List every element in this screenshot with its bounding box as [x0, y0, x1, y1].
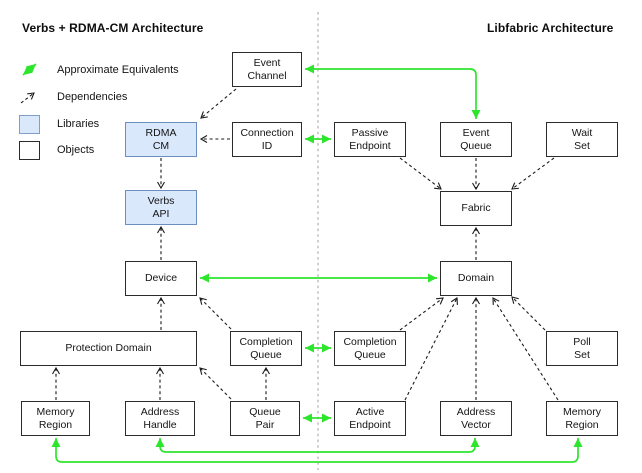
libraries-swatch-icon: [16, 113, 43, 135]
equivalent-arrow-memory-regions: [51, 438, 583, 463]
node-domain-label: Domain: [457, 272, 495, 285]
node-poll-set-label: Poll Set: [573, 335, 591, 361]
dependency-arrow-wait-set-to-fabric: [511, 157, 555, 190]
node-active-endpoint: Active Endpoint: [334, 401, 406, 436]
node-completion-queue-verbs: Completion Queue: [230, 331, 302, 366]
node-event-queue-label: Event Queue: [460, 126, 492, 152]
node-queue-pair-label: Queue Pair: [249, 405, 281, 431]
dependency-arrow-passive-endpoint-to-fabric: [399, 157, 442, 190]
node-completion-queue-verbs-label: Completion Queue: [239, 335, 293, 361]
node-passive-endpoint: Passive Endpoint: [334, 122, 406, 157]
node-memory-region-libfabric: Memory Region: [546, 401, 618, 436]
legend-label: Objects: [57, 144, 95, 156]
node-completion-queue-libfabric-label: Completion Queue: [343, 335, 397, 361]
dependency-arrow-completion-queue-lf-to-domain: [399, 297, 444, 331]
node-completion-queue-libfabric: Completion Queue: [334, 331, 406, 366]
node-connection-id-label: Connection ID: [240, 126, 294, 152]
legend-item-objects: Objects: [16, 139, 94, 161]
approximate-equivalents-arrow-icon: [16, 59, 43, 81]
node-queue-pair: Queue Pair: [230, 401, 300, 436]
node-memory-region-verbs-label: Memory Region: [36, 405, 75, 431]
node-passive-endpoint-label: Passive Endpoint: [349, 126, 391, 152]
node-protection-domain-label: Protection Domain: [65, 342, 152, 355]
node-address-handle-label: Address Handle: [140, 405, 180, 431]
dependency-arrow-icon: [16, 86, 43, 108]
node-device: Device: [125, 261, 197, 296]
legend-label: Approximate Equivalents: [57, 64, 179, 76]
node-event-channel: Event Channel: [232, 52, 302, 87]
node-protection-domain: Protection Domain: [20, 331, 197, 366]
node-address-handle: Address Handle: [125, 401, 195, 436]
objects-swatch-icon: [16, 139, 43, 161]
node-wait-set: Wait Set: [546, 122, 618, 157]
node-address-vector: Address Vector: [440, 401, 512, 436]
node-device-label: Device: [144, 272, 178, 285]
dependency-arrow-memory-region-lf-to-domain: [492, 297, 559, 401]
node-memory-region-libfabric-label: Memory Region: [563, 405, 601, 431]
node-domain: Domain: [440, 261, 512, 296]
legend-label: Libraries: [57, 118, 100, 130]
node-rdma-cm-label: RDMA CM: [145, 126, 177, 152]
node-active-endpoint-label: Active Endpoint: [349, 405, 391, 431]
dependency-arrow-queue-pair-to-protection-domain: [199, 367, 232, 400]
dependency-arrow-active-endpoint-to-domain: [404, 297, 458, 401]
node-fabric: Fabric: [440, 191, 512, 226]
node-verbs-api-label: Verbs API: [147, 194, 175, 220]
node-poll-set: Poll Set: [546, 331, 618, 366]
right-architecture-title: Libfabric Architecture: [487, 21, 614, 35]
node-memory-region-verbs: Memory Region: [21, 401, 90, 436]
left-architecture-title: Verbs + RDMA-CM Architecture: [22, 21, 204, 35]
legend-item-dependencies: Dependencies: [16, 86, 127, 108]
node-verbs-api: Verbs API: [125, 190, 197, 225]
dependency-arrow-poll-set-to-domain: [511, 296, 546, 331]
dependency-arrow-completion-queue-to-device: [199, 297, 232, 330]
node-connection-id: Connection ID: [232, 122, 302, 157]
equivalent-arrow-address-handle-address-vector: [155, 438, 480, 453]
node-fabric-label: Fabric: [461, 202, 491, 215]
node-rdma-cm: RDMA CM: [125, 122, 197, 157]
node-wait-set-label: Wait Set: [571, 126, 593, 152]
node-event-channel-label: Event Channel: [247, 56, 287, 82]
node-event-queue: Event Queue: [440, 122, 512, 157]
legend-item-approximate-equivalents: Approximate Equivalents: [16, 59, 179, 81]
equivalent-arrow-event-channel-event-queue: [305, 64, 481, 119]
legend-label: Dependencies: [57, 91, 128, 103]
node-address-vector-label: Address Vector: [456, 405, 496, 431]
dependency-arrow-event-channel-to-rdma-cm: [200, 88, 237, 119]
legend-item-libraries: Libraries: [16, 113, 99, 135]
